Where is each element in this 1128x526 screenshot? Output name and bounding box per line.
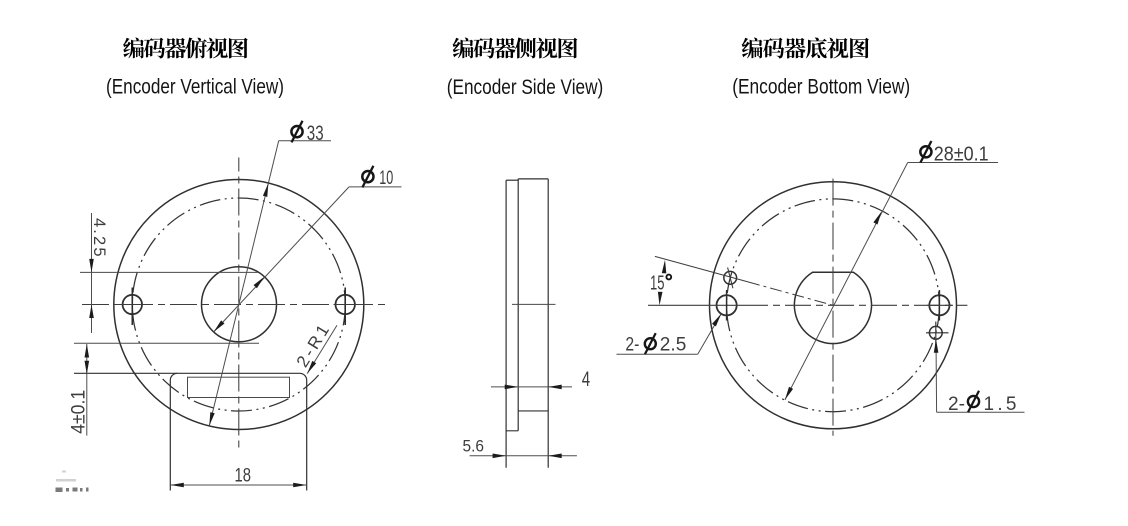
svg-text:(Encoder Bottom View): (Encoder Bottom View) [732,76,910,99]
svg-text:(Encoder Vertical View): (Encoder Vertical View) [106,75,284,98]
svg-text:10: 10 [379,168,393,189]
svg-text:18: 18 [235,466,252,487]
svg-text:15: 15 [650,272,665,294]
svg-text:4.25: 4.25 [90,218,108,257]
svg-text:4±0.1: 4±0.1 [69,390,90,434]
svg-text:2-: 2- [948,394,965,415]
svg-text:2-: 2- [625,334,639,355]
svg-text:(Encoder Side View): (Encoder Side View) [447,76,604,99]
svg-text:4: 4 [582,368,591,391]
svg-text:2.5: 2.5 [660,334,687,355]
svg-text:33: 33 [307,122,324,145]
svg-text:28±0.1: 28±0.1 [934,143,989,165]
svg-text:5.6: 5.6 [463,437,485,455]
svg-text:1.5: 1.5 [984,394,1017,415]
